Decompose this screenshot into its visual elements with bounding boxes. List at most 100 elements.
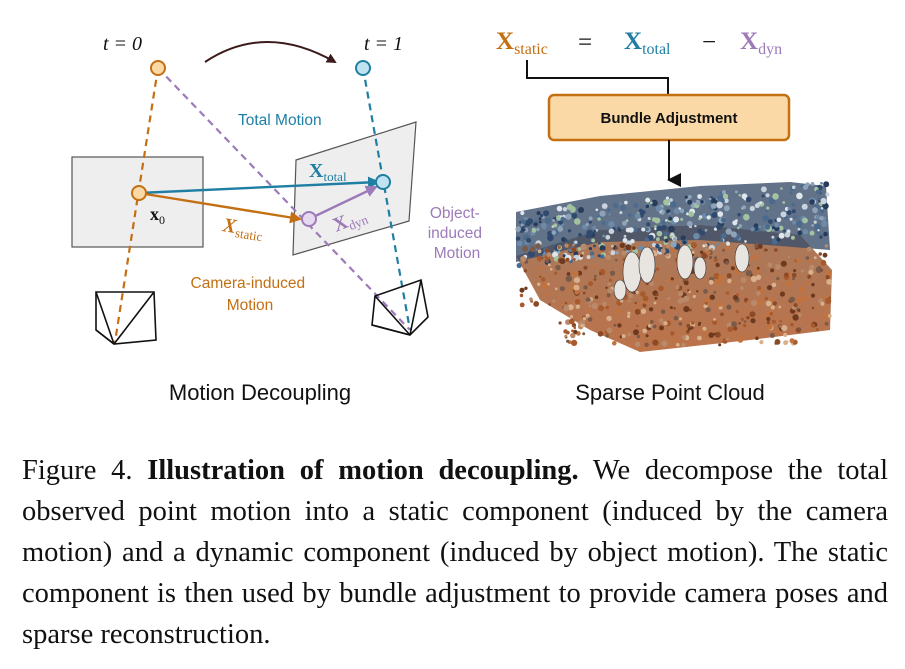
point-cloud-dot xyxy=(537,249,542,254)
point-cloud-dot xyxy=(656,267,660,271)
point-cloud-dot xyxy=(827,314,832,318)
point-cloud-dot xyxy=(744,297,748,302)
point-cloud-dot xyxy=(714,331,721,338)
point-cloud-dot xyxy=(546,252,552,258)
projected-point-x0 xyxy=(131,185,147,201)
point-cloud-dot xyxy=(592,225,597,230)
point-cloud-dot xyxy=(725,228,732,235)
point-cloud-dot xyxy=(615,309,619,313)
point-cloud-dot xyxy=(690,326,694,330)
point-cloud-dot xyxy=(684,195,688,199)
point-cloud-dot xyxy=(722,193,729,199)
point-cloud-dot xyxy=(797,227,801,231)
point-cloud-dot xyxy=(792,277,795,280)
point-cloud-dot xyxy=(727,278,732,284)
point-cloud-dot xyxy=(701,252,708,259)
point-cloud-dot xyxy=(826,295,830,298)
point-cloud-dot xyxy=(559,286,565,292)
point-cloud-dot xyxy=(562,207,568,212)
point-cloud-dot xyxy=(615,251,619,255)
point-cloud-dot xyxy=(661,224,667,231)
point-cloud-dot xyxy=(655,278,659,282)
point-cloud-players xyxy=(613,243,750,301)
point-cloud-dot xyxy=(608,228,615,235)
point-cloud-dot xyxy=(654,217,661,224)
point-cloud-dot xyxy=(567,229,572,233)
point-cloud-dot xyxy=(700,200,704,204)
time-arrow xyxy=(204,41,337,63)
point-cloud-dot xyxy=(565,330,570,335)
point-cloud-dot xyxy=(557,245,561,249)
point-cloud-dot xyxy=(705,307,711,313)
point-cloud-dot xyxy=(568,300,573,305)
sparse-point-cloud-title: Sparse Point Cloud xyxy=(575,380,765,405)
point-cloud-dot xyxy=(764,296,768,301)
point-cloud-dot xyxy=(564,301,568,305)
point-cloud-dot xyxy=(588,247,593,251)
point-cloud-dot xyxy=(682,240,687,245)
point-cloud-dot xyxy=(588,216,593,221)
point-cloud-dot xyxy=(547,263,551,267)
point-cloud-dot xyxy=(772,238,778,245)
point-cloud-dot xyxy=(720,238,724,243)
point-cloud-dot xyxy=(623,234,627,238)
point-cloud-dot xyxy=(534,219,538,223)
point-cloud-dot xyxy=(606,327,613,334)
point-cloud-dot xyxy=(816,230,820,235)
point-cloud-dot xyxy=(762,215,770,222)
point-cloud-dot xyxy=(570,332,576,339)
point-cloud-dot xyxy=(519,302,525,308)
point-cloud-dot xyxy=(531,227,536,232)
point-cloud-dot xyxy=(671,248,677,253)
point-cloud-dot xyxy=(810,293,816,298)
point-cloud-dot xyxy=(784,232,791,238)
point-cloud-dot xyxy=(724,246,730,252)
point-cloud-dot xyxy=(746,316,750,320)
point-cloud-dot xyxy=(571,247,577,253)
point-cloud-dot xyxy=(824,297,832,305)
point-cloud-dot xyxy=(516,240,523,247)
point-cloud-dot xyxy=(607,282,611,286)
point-cloud-dot xyxy=(715,262,720,268)
eq-x-dyn: Xdyn xyxy=(740,28,782,58)
point-cloud-dot xyxy=(589,251,595,256)
point-cloud-dot xyxy=(668,216,673,221)
point-cloud-dot xyxy=(563,305,570,312)
point-cloud-dot xyxy=(564,243,569,248)
point-cloud-dot xyxy=(536,227,540,232)
point-cloud-dot xyxy=(578,233,582,237)
point-cloud-dot xyxy=(628,293,634,299)
point-cloud-dot xyxy=(706,215,711,220)
point-cloud-dot xyxy=(765,300,772,307)
point-cloud-dot xyxy=(683,306,690,313)
point-cloud-dot xyxy=(741,193,748,200)
point-cloud-dot xyxy=(749,205,755,212)
point-cloud-dot xyxy=(679,285,683,289)
point-cloud-dot xyxy=(582,224,588,230)
time-label-t1: t = 1 xyxy=(364,33,403,55)
point-cloud-dot xyxy=(670,201,677,208)
point-cloud-dot xyxy=(608,278,613,282)
point-cloud-dot xyxy=(545,258,550,264)
point-cloud-dot xyxy=(738,321,741,325)
point-cloud-dot xyxy=(639,302,642,305)
point-cloud-dot xyxy=(711,203,717,209)
point-cloud-dot xyxy=(687,199,693,205)
point-cloud-dot xyxy=(692,294,696,299)
point-cloud-dot xyxy=(772,301,778,306)
point-cloud-dot xyxy=(744,240,747,243)
point-cloud-dot xyxy=(580,243,587,250)
x0-label: x0 xyxy=(150,204,165,227)
point-cloud-dot xyxy=(649,201,653,205)
point-cloud-dot xyxy=(769,312,774,316)
point-cloud-dot xyxy=(724,260,730,265)
point-cloud-dot xyxy=(696,290,699,293)
point-cloud-dot xyxy=(670,277,674,281)
point-cloud-dot xyxy=(594,295,599,300)
point-cloud-dot xyxy=(565,275,572,282)
point-cloud-dot xyxy=(615,246,619,250)
point-cloud-dot xyxy=(770,268,775,273)
point-cloud-dot xyxy=(615,258,618,262)
point-cloud-dot xyxy=(817,229,820,232)
point-cloud-dot xyxy=(519,287,525,293)
